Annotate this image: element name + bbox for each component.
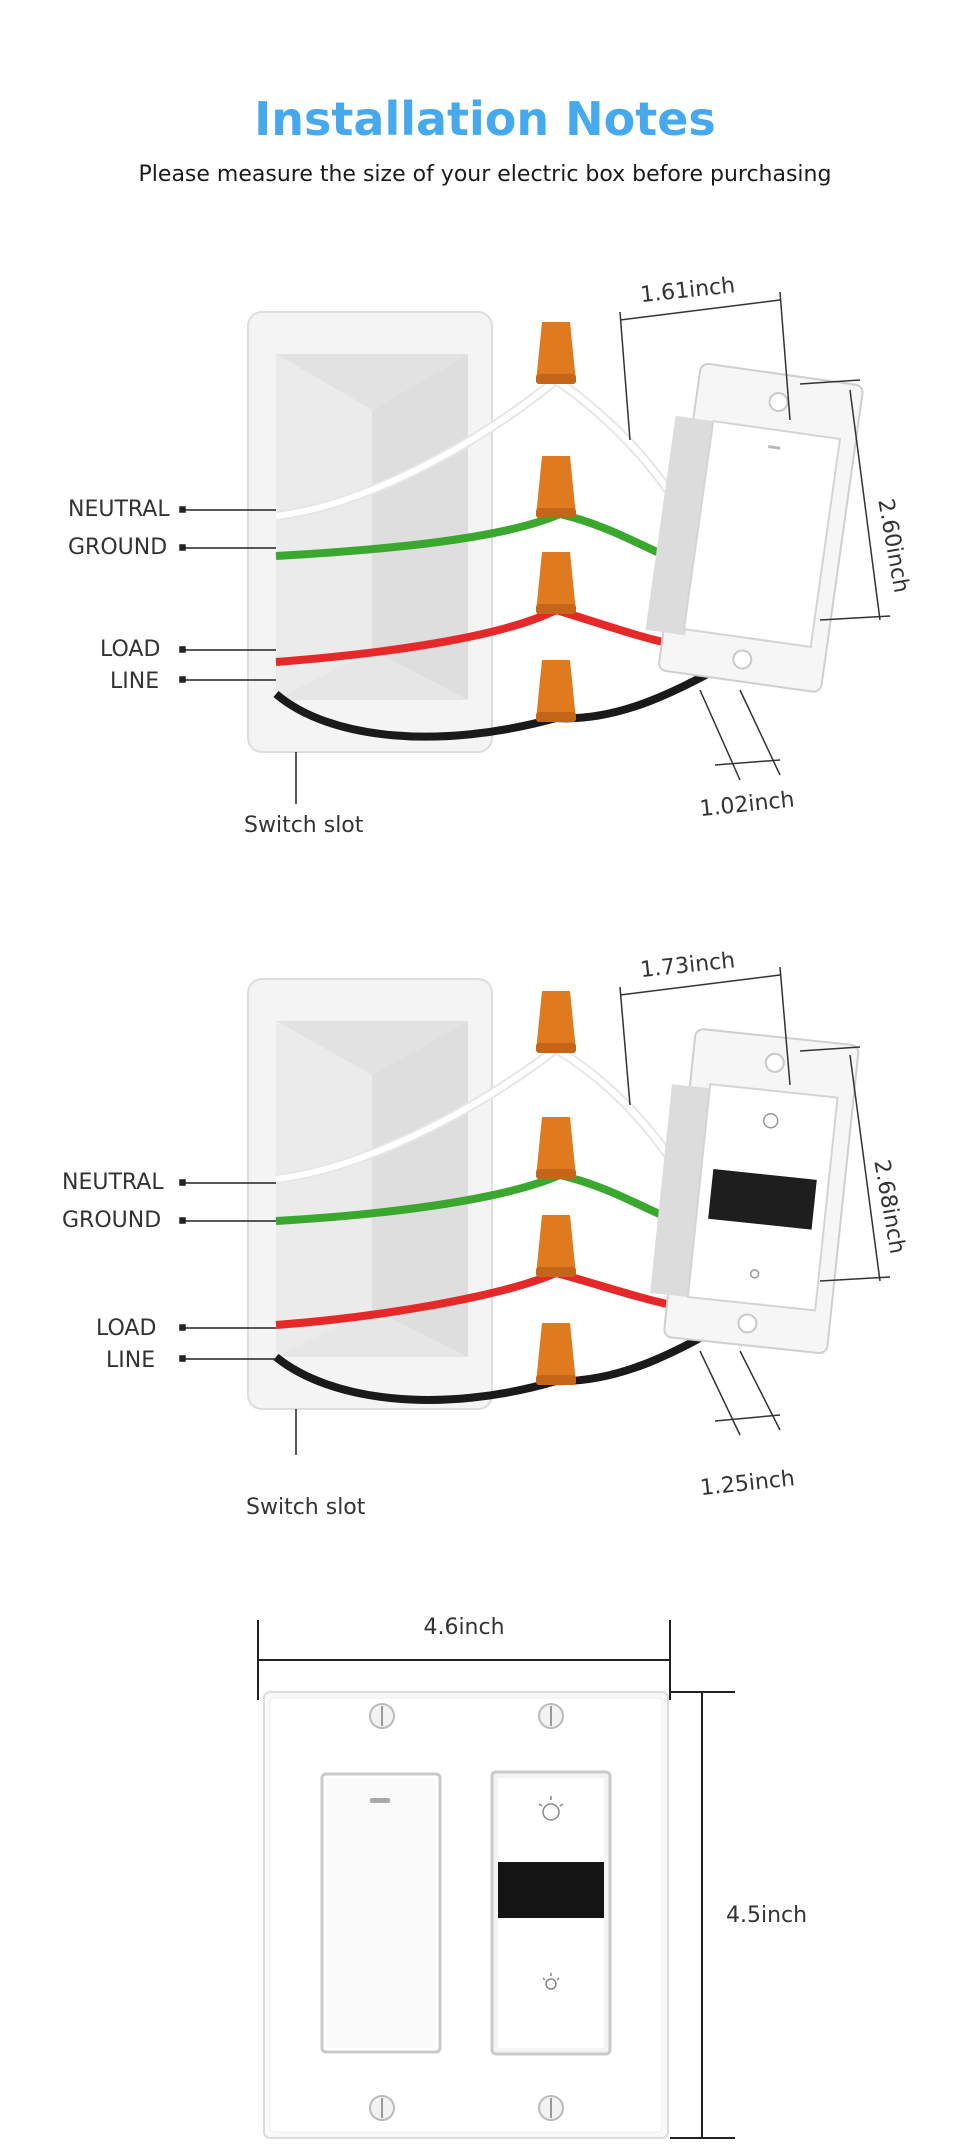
wire-label-neutral: NEUTRAL	[62, 1170, 164, 1195]
label-leaders	[179, 506, 297, 804]
plate-screw	[538, 1703, 564, 1729]
dimmer-switch	[490, 1770, 612, 2056]
height-dimension: 2.60inch	[872, 497, 913, 595]
smart-switch-device	[645, 362, 864, 693]
wall-plate	[263, 1691, 669, 2139]
dimension-lines	[619, 966, 891, 1436]
wire-label-load: LOAD	[100, 637, 160, 662]
bright-down-icon	[542, 1973, 560, 1990]
dimmer-display	[498, 1862, 604, 1918]
page-subtitle: Please measure the size of your electric…	[138, 162, 832, 187]
wall-plate-diagram: 4.6inch 4.5inch	[0, 1600, 970, 2144]
electric-box	[247, 978, 493, 1410]
bright-up-icon	[762, 1112, 779, 1129]
wire-nut	[536, 660, 576, 722]
wire-nut	[536, 552, 576, 614]
wire-label-line: LINE	[106, 1348, 155, 1373]
plate-height-dimension: 4.5inch	[726, 1903, 807, 1928]
depth-dimension: 1.25inch	[699, 1466, 796, 1501]
page-title: Installation Notes	[254, 92, 716, 146]
bright-up-icon	[538, 1796, 564, 1821]
wire-nuts	[536, 322, 576, 722]
indicator-light	[370, 1798, 390, 1803]
electric-box	[247, 311, 493, 753]
label-leaders	[179, 1179, 297, 1455]
plate-screw	[369, 1703, 395, 1729]
wire-label-load: LOAD	[96, 1316, 156, 1341]
wire-label-ground: GROUND	[62, 1208, 161, 1233]
bright-down-icon	[749, 1269, 760, 1279]
dimension-lines	[257, 1620, 735, 2139]
wire-label-ground: GROUND	[68, 535, 167, 560]
wire-label-line: LINE	[110, 669, 159, 694]
wires	[273, 1044, 743, 1404]
wire-nut	[536, 322, 576, 384]
depth-dimension: 1.02inch	[698, 787, 795, 822]
wire-nut	[536, 1215, 576, 1277]
wire-nuts	[536, 991, 576, 1385]
plate-screw	[538, 2095, 564, 2121]
wire-label-neutral: NEUTRAL	[68, 497, 170, 522]
wire-nut	[536, 1323, 576, 1385]
plate-screw	[369, 2095, 395, 2121]
wiring-diagram-single-switch: NEUTRAL GROUND LOAD LINE Switch slot 1.6…	[0, 270, 970, 880]
wire-nut	[536, 456, 576, 518]
plate-width-dimension: 4.6inch	[423, 1615, 504, 1640]
width-dimension: 1.61inch	[639, 273, 736, 308]
wire-nut	[536, 1117, 576, 1179]
dimension-lines	[619, 291, 891, 781]
wiring-diagram-dimmer-switch: NEUTRAL GROUND LOAD LINE Switch slot 1.7…	[0, 925, 970, 1525]
wire-nut	[536, 991, 576, 1053]
dimmer-switch-device	[650, 1028, 860, 1355]
width-dimension: 1.73inch	[639, 948, 736, 983]
switch-slot-label: Switch slot	[244, 813, 364, 838]
switch-slot-label: Switch slot	[246, 1495, 366, 1520]
rocker-switch	[320, 1772, 442, 2054]
